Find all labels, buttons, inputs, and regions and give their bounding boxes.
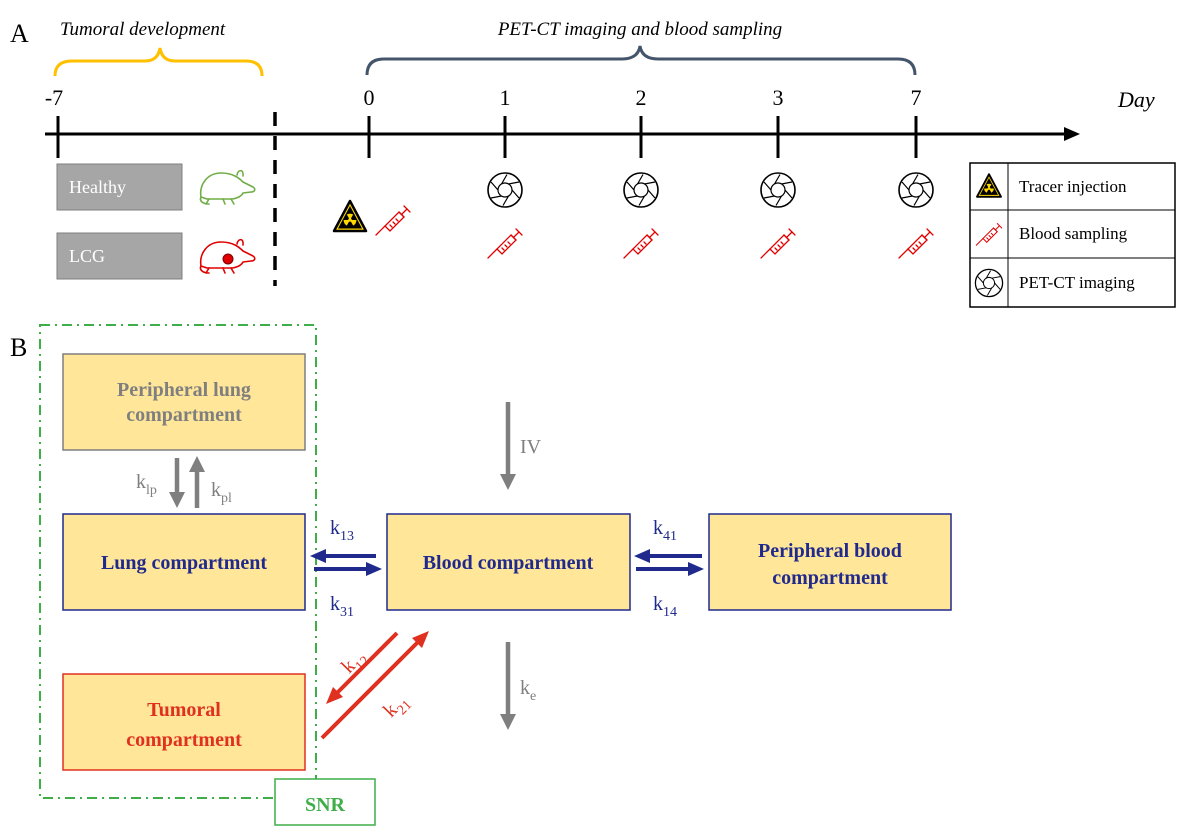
- rate-kpl-label: kpl: [211, 479, 232, 506]
- tumoral-compartment-box: [62, 673, 306, 771]
- camera-shutter-icon: [487, 172, 523, 208]
- lung-compartment-label: Lung compartment: [101, 552, 267, 574]
- camera-shutter-icon: [623, 172, 659, 208]
- timeline-arrowhead: [1064, 127, 1080, 141]
- day-label-minus7: -7: [45, 85, 63, 110]
- rate-k14-label: k14: [653, 593, 677, 620]
- day-label-3: 3: [773, 85, 784, 110]
- tumoral-label-line2: compartment: [126, 729, 242, 751]
- snr-box: [274, 778, 376, 826]
- snr-region-dashdot-border: [39, 324, 317, 799]
- group-label-lcg: LCG: [69, 246, 105, 266]
- legend-camera-shutter-icon: [974, 268, 1004, 298]
- arrow-kpl-up: [189, 456, 205, 508]
- syringe-icon: [898, 228, 934, 259]
- peripheral-blood-compartment-box: [708, 513, 952, 611]
- tumoral-brace: [53, 47, 264, 77]
- rate-k21-label: k21: [379, 689, 415, 725]
- syringe-icon: [760, 228, 796, 259]
- lung-compartment-box: [62, 513, 306, 611]
- day-label-2: 2: [636, 85, 647, 110]
- iv-label: IV: [520, 436, 542, 458]
- phase-tumoral-label: Tumoral development: [60, 19, 226, 40]
- arrow-klp-down: [169, 458, 185, 508]
- legend-label-pet-ct-imaging: PET-CT imaging: [1019, 273, 1135, 292]
- rate-k13-label: k13: [330, 517, 354, 544]
- legend-label-tracer-injection: Tracer injection: [1019, 177, 1127, 196]
- legend-label-blood-sampling: Blood sampling: [1019, 224, 1128, 243]
- day-label-1: 1: [500, 85, 511, 110]
- peripheral-lung-label-line2: compartment: [126, 404, 242, 426]
- camera-shutter-icon: [898, 172, 934, 208]
- peripheral-blood-label-line1: Peripheral blood: [758, 540, 902, 562]
- axis-day-label: Day: [1117, 87, 1155, 112]
- rate-ke-label: ke: [520, 677, 536, 704]
- panel-a-label: A: [10, 19, 29, 48]
- blood-compartment-label: Blood compartment: [423, 552, 594, 574]
- tumor-dot-icon: [222, 253, 234, 265]
- syringe-icon: [375, 205, 411, 236]
- tumoral-label-line1: Tumoral: [147, 699, 221, 721]
- arrow-k14-to-peripheral: [636, 562, 704, 576]
- arrow-iv: [500, 402, 516, 490]
- arrow-k41-to-blood: [634, 549, 702, 563]
- blood-compartment-box: [386, 513, 631, 611]
- camera-shutter-icon: [760, 172, 796, 208]
- legend-table: [969, 162, 1176, 308]
- arrow-k31-to-blood: [314, 562, 382, 576]
- panel-b-label: B: [10, 333, 27, 362]
- day-label-0: 0: [364, 85, 375, 110]
- phase-imaging-label: PET-CT imaging and blood sampling: [497, 19, 782, 40]
- mouse-outline-icon: [199, 169, 256, 205]
- rate-k31-label: k31: [330, 593, 354, 620]
- group-label-healthy: Healthy: [69, 177, 126, 197]
- imaging-brace: [365, 45, 917, 76]
- rate-klp-label: klp: [136, 471, 157, 498]
- syringe-icon: [487, 228, 523, 259]
- arrow-ke: [500, 642, 516, 730]
- arrow-k12-to-tumoral: [326, 631, 399, 704]
- group-box-lcg: [56, 232, 183, 280]
- peripheral-lung-compartment-box: [62, 353, 306, 451]
- day-label-7: 7: [911, 85, 922, 110]
- arrow-k21-to-blood: [320, 631, 429, 740]
- arrow-k13-to-lung: [310, 549, 376, 563]
- peripheral-lung-label-line1: Peripheral lung: [117, 379, 251, 401]
- peripheral-blood-label-line2: compartment: [772, 567, 888, 589]
- rate-k41-label: k41: [653, 517, 677, 544]
- snr-label: SNR: [305, 794, 346, 816]
- group-box-healthy: [56, 163, 183, 211]
- syringe-icon: [623, 228, 659, 259]
- radiation-icon: [332, 199, 368, 233]
